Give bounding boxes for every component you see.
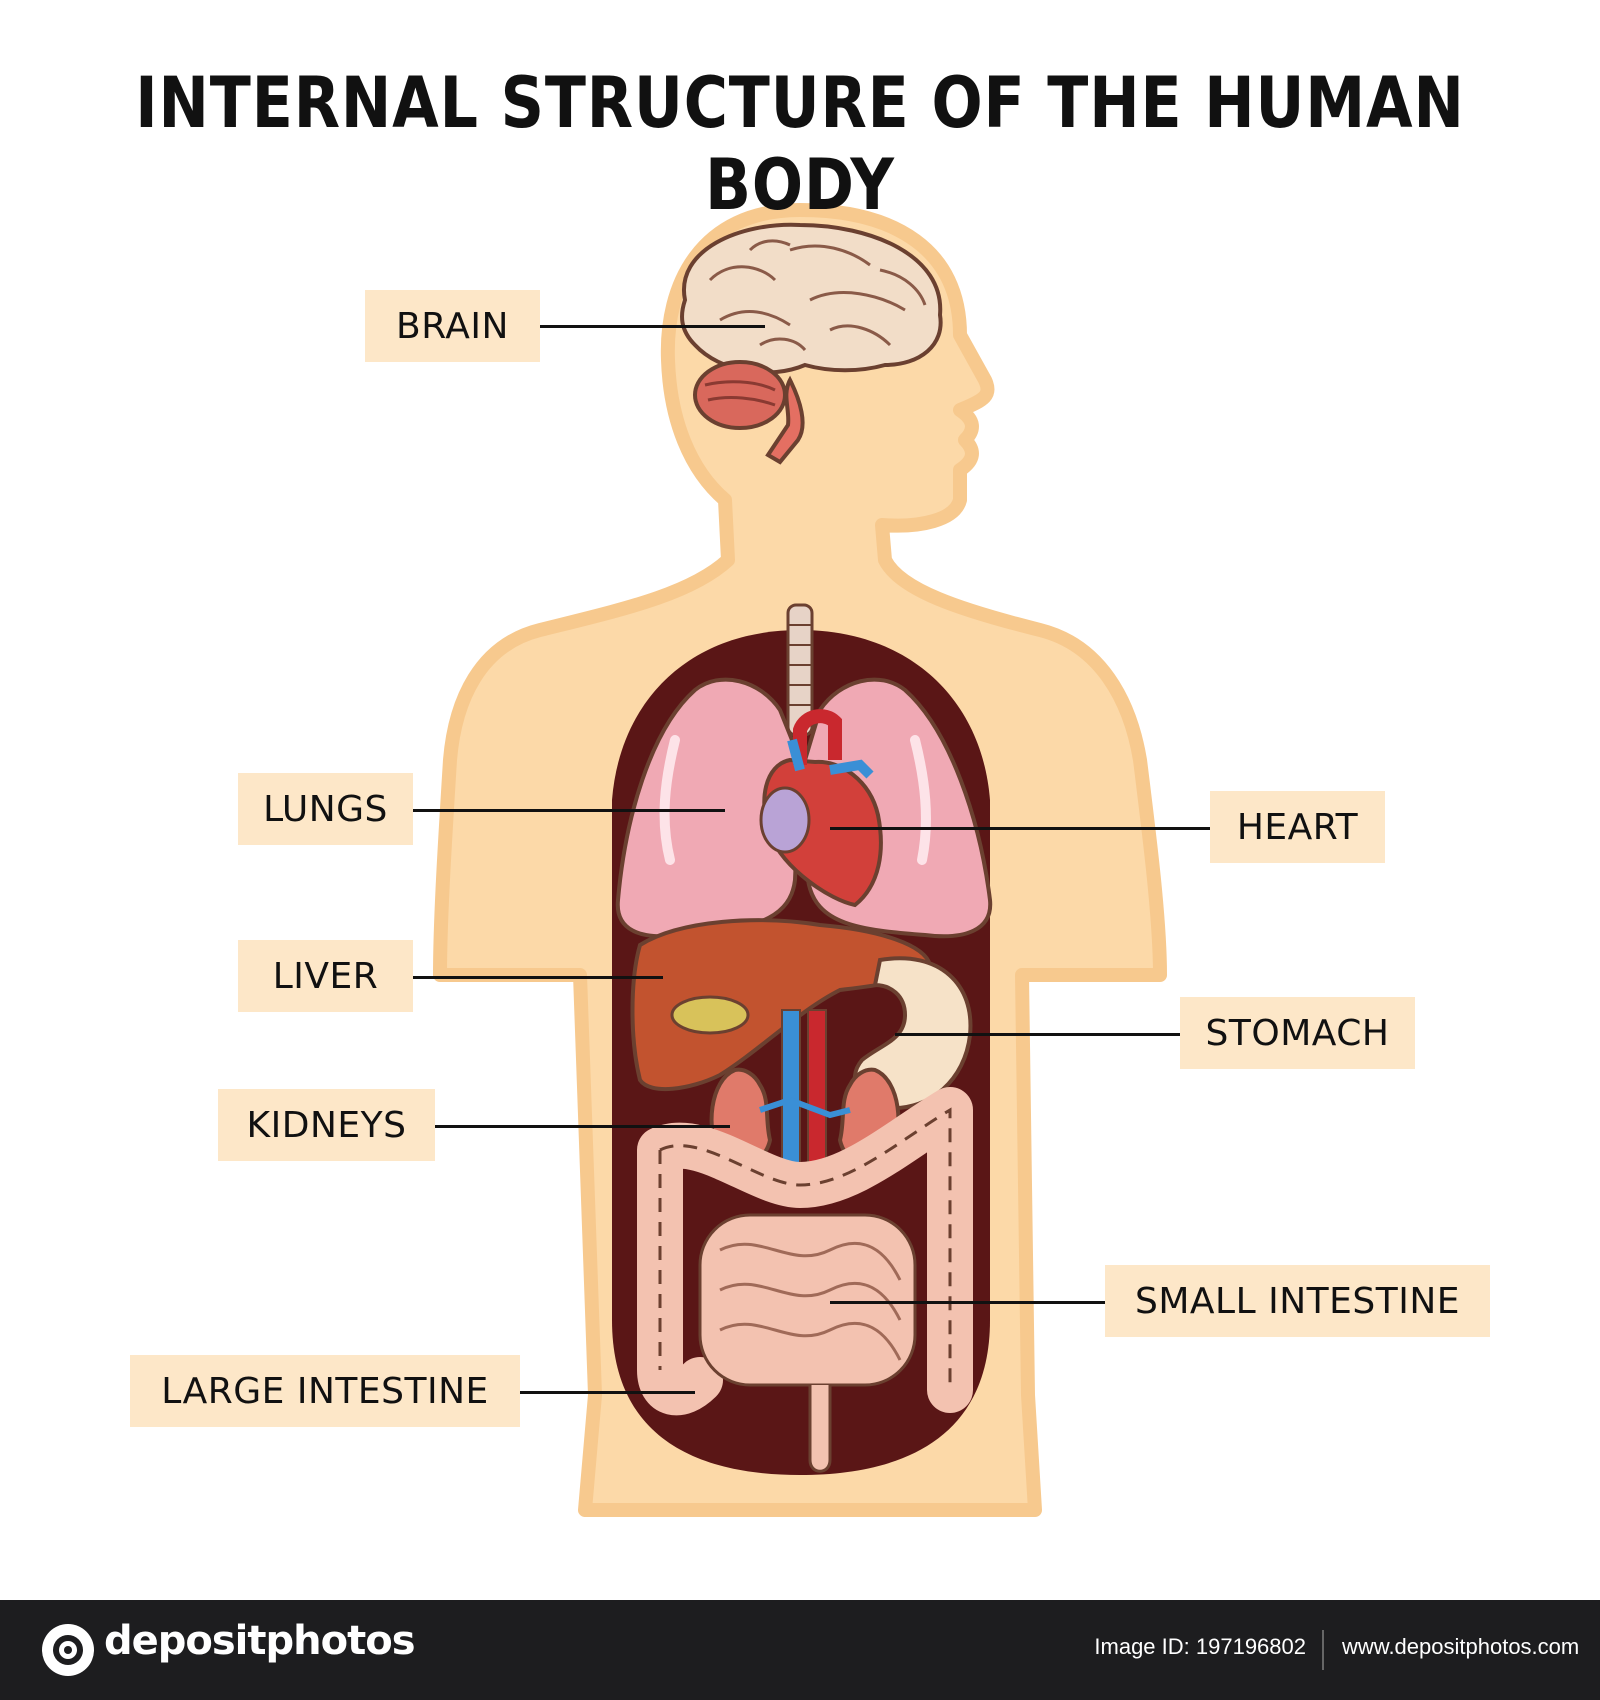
leader-brain <box>540 325 765 328</box>
leader-liver <box>413 976 663 979</box>
label-large-intestine: LARGE INTESTINE <box>130 1355 520 1427</box>
label-lungs: LUNGS <box>238 773 413 845</box>
liver-illustration <box>630 918 933 1092</box>
site-url-link[interactable]: www.depositphotos.com <box>1342 1634 1580 1659</box>
leader-large-intestine <box>520 1391 695 1394</box>
footer-divider <box>1322 1630 1324 1670</box>
leader-small-intestine <box>830 1301 1105 1304</box>
label-small-intestine: SMALL INTESTINE <box>1105 1265 1490 1337</box>
leader-stomach <box>895 1033 1180 1036</box>
label-liver: LIVER <box>238 940 413 1012</box>
leader-kidneys <box>435 1125 730 1128</box>
label-kidneys: KIDNEYS <box>218 1089 435 1161</box>
heart-illustration <box>759 709 883 908</box>
camera-logo-icon <box>42 1624 94 1676</box>
leader-heart <box>830 827 1210 830</box>
label-heart: HEART <box>1210 791 1385 863</box>
label-brain: BRAIN <box>365 290 540 362</box>
major-vessels <box>759 1009 851 1201</box>
trachea <box>786 603 814 737</box>
footer-bar: depositphotos Image ID: 197196802 www.de… <box>0 1600 1600 1700</box>
brain-illustration <box>680 222 943 465</box>
anatomy-diagram <box>433 203 1167 1517</box>
leader-lungs <box>413 809 725 812</box>
brand-name: depositphotos <box>104 1618 416 1664</box>
page-title: INTERNAL STRUCTURE OF THE HUMAN BODY <box>135 62 1465 226</box>
image-id-text: Image ID: 197196802 <box>1094 1634 1306 1659</box>
label-stomach: STOMACH <box>1180 997 1415 1069</box>
small-intestine-illustration <box>698 1213 917 1473</box>
